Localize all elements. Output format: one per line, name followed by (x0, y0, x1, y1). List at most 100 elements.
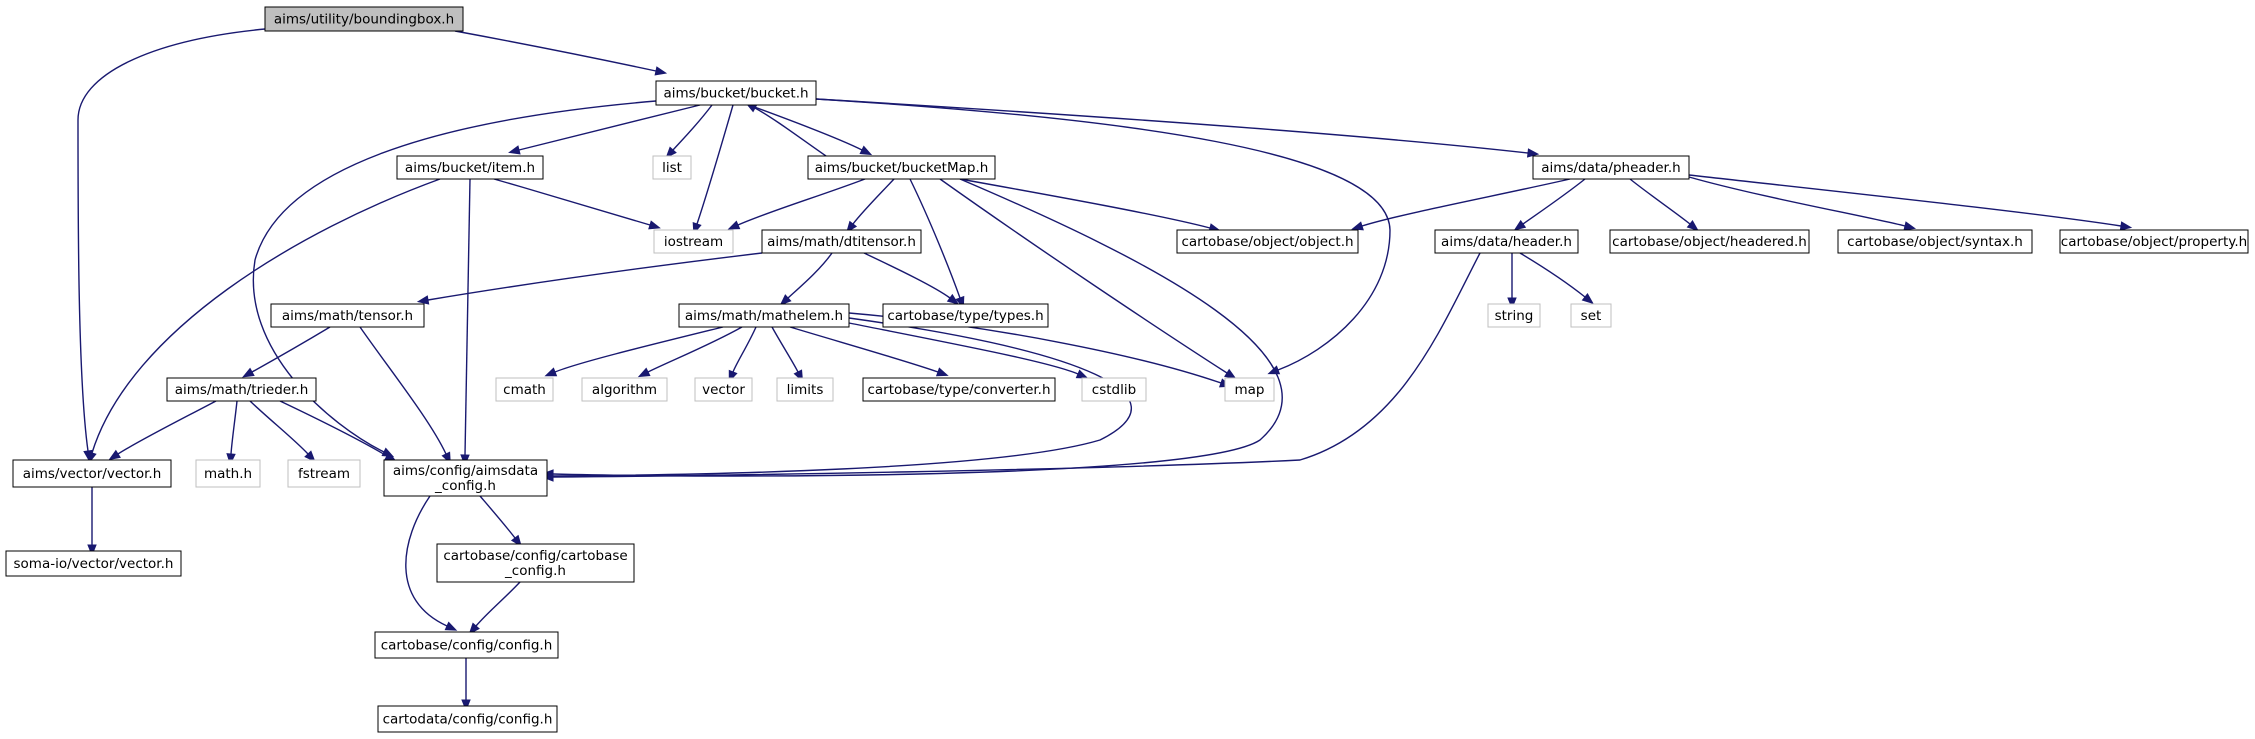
edges-layer (77, 28, 2133, 712)
node-converter[interactable]: cartobase/type/converter.h (862, 377, 1056, 402)
node-string: string (1487, 303, 1541, 328)
edge-line (754, 107, 827, 157)
edge-line (493, 178, 651, 226)
edge-tensor-to-trieder (242, 326, 331, 378)
node-types[interactable]: cartobase/type/types.h (882, 303, 1049, 328)
edge-arrowhead (846, 220, 858, 233)
edge-bucket-to-bucketmap (748, 104, 873, 156)
edge-dtitensor-to-mathelem (779, 252, 833, 306)
edge-line (1522, 178, 1586, 225)
node-label: iostream (664, 234, 723, 250)
node-vector_aims[interactable]: aims/vector/vector.h (12, 459, 172, 488)
edge-pheader-to-header (1513, 178, 1586, 231)
edge-line (848, 322, 1079, 375)
node-label: string (1495, 308, 1534, 324)
node-config[interactable]: cartobase/config/config.h (374, 631, 559, 659)
node-mathelem[interactable]: aims/math/mathelem.h (678, 303, 850, 328)
node-headered[interactable]: cartobase/object/headered.h (1609, 229, 1810, 254)
edge-line (959, 178, 1211, 229)
edge-line (672, 104, 713, 151)
edge-line (815, 98, 1529, 154)
edge-trieder-to-aimsdata_config (279, 400, 397, 462)
node-label: _config.h (504, 563, 566, 579)
node-box (1570, 303, 1612, 328)
node-label: aims/math/trieder.h (175, 382, 309, 398)
node-map: map (1224, 377, 1275, 402)
edge-line (771, 326, 799, 373)
node-box (374, 631, 559, 659)
edge-line (554, 326, 724, 373)
edge-arrowhead (1351, 221, 1364, 231)
edge-line (815, 98, 1391, 371)
node-box (195, 459, 261, 488)
node-label: aims/data/header.h (1441, 234, 1572, 250)
nodes-layer: aims/utility/boundingbox.h aims/bucket/bu… (5, 6, 2249, 733)
node-box (1487, 303, 1541, 328)
node-trieder[interactable]: aims/math/trieder.h (166, 377, 317, 402)
edge-dtitensor-to-tensor (416, 252, 763, 305)
edge-bucketmap-to-object (959, 178, 1221, 233)
edge-arrowhead (1513, 219, 1527, 231)
edge-line (117, 400, 217, 455)
node-bucket[interactable]: aims/bucket/bucket.h (655, 80, 817, 106)
edge-arrowhead (1507, 297, 1517, 310)
edge-line (789, 326, 939, 373)
node-property[interactable]: cartobase/object/property.h (2059, 229, 2249, 254)
node-label: cartobase/object/syntax.h (1847, 234, 2023, 250)
edge-line (427, 252, 763, 301)
node-box (1434, 229, 1579, 254)
node-header[interactable]: aims/data/header.h (1434, 229, 1579, 254)
node-bucketmap[interactable]: aims/bucket/bucketMap.h (807, 155, 996, 180)
edge-line (1629, 178, 1691, 225)
edge-arrowhead (468, 622, 480, 635)
node-cartodata_config[interactable]: cartodata/config/config.h (377, 705, 558, 733)
edge-arrowhead (87, 544, 97, 557)
node-label: aims/math/dtitensor.h (767, 234, 916, 250)
edge-header-to-string (1507, 252, 1517, 310)
node-label: aims/bucket/item.h (405, 160, 535, 176)
node-box (761, 229, 922, 254)
node-boundingbox[interactable]: aims/utility/boundingbox.h (264, 6, 464, 32)
node-cstdlib: cstdlib (1081, 377, 1147, 402)
edge-pheader-to-property (1688, 174, 2133, 231)
edge-trieder-to-fstream (249, 400, 316, 463)
edge-bucket-to-item (508, 104, 701, 155)
edge-arrowhead (416, 295, 430, 305)
node-box (1176, 229, 1359, 254)
node-set: set (1570, 303, 1612, 328)
node-label: aims/bucket/bucketMap.h (815, 160, 989, 176)
node-pheader[interactable]: aims/data/pheader.h (1532, 155, 1690, 180)
edge-arrowhead (1224, 368, 1237, 380)
edge-line (405, 495, 448, 627)
node-soma_vector[interactable]: soma-io/vector/vector.h (5, 550, 182, 577)
node-cartobase_config[interactable]: cartobase/config/cartobase_config.h (436, 543, 635, 583)
node-box (1837, 229, 2033, 254)
edge-bucket-to-list (665, 104, 713, 159)
edge-arrowhead (648, 220, 661, 230)
node-dtitensor[interactable]: aims/math/dtitensor.h (761, 229, 922, 254)
edge-item-to-aimsdata_config (460, 178, 471, 467)
node-box (12, 459, 172, 488)
node-item[interactable]: aims/bucket/item.h (396, 155, 544, 180)
node-label: set (1581, 308, 1602, 324)
node-box (694, 377, 753, 402)
edge-header-to-set (1519, 252, 1594, 305)
node-box (653, 229, 734, 254)
edge-line (279, 400, 388, 457)
node-aimsdata_config[interactable]: aims/config/aimsdata_config.h (383, 459, 548, 497)
node-box (862, 377, 1056, 402)
node-cmath: cmath (495, 377, 554, 402)
node-label: fstream (298, 466, 350, 482)
node-tensor[interactable]: aims/math/tensor.h (270, 303, 425, 328)
node-syntax[interactable]: cartobase/object/syntax.h (1837, 229, 2033, 254)
node-object[interactable]: cartobase/object/object.h (1176, 229, 1359, 254)
node-label: cartodata/config/config.h (383, 712, 553, 728)
edge-arrowhead (242, 367, 255, 378)
edge-line (552, 178, 1283, 477)
edge-line (252, 100, 657, 453)
edge-arrowhead (508, 145, 521, 155)
edge-mathelem-to-algorithm (637, 326, 743, 378)
edge-bucket-to-iostream (692, 104, 734, 235)
node-box (807, 155, 996, 180)
edge-line (1519, 252, 1586, 298)
